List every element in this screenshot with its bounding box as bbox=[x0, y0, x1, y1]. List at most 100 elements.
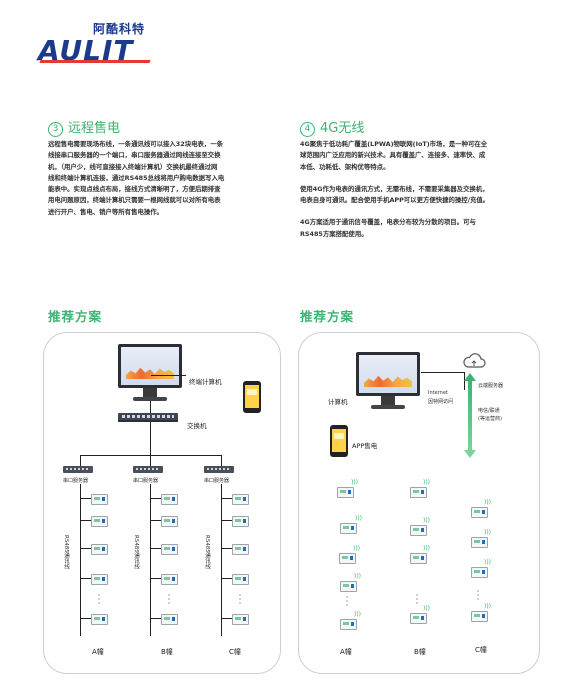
network-switch bbox=[118, 413, 178, 422]
company-logo: 阿酷科特 AULIT bbox=[38, 20, 158, 67]
serial-server-label: 串口服务器 bbox=[133, 478, 159, 484]
paragraph-line: RS485方案搭配使用。 bbox=[300, 229, 368, 238]
section-title-text: 4G无线 bbox=[320, 121, 365, 136]
section-4g-text: 4G聚焦于低功耗广覆盖(LPWA)物联网(IoT)市场，是一种可在全 球范围内广… bbox=[300, 139, 548, 240]
computer-label: 计算机 bbox=[328, 398, 348, 406]
electric-meter bbox=[232, 574, 249, 585]
paragraph-line: 电表自身可通讯。配合使用手机APP可以更方便快捷的操控/充值。 bbox=[300, 196, 490, 205]
mobile-phone bbox=[330, 425, 348, 457]
electric-meter bbox=[91, 516, 108, 527]
paragraph-line: 4G聚焦于低功耗广覆盖(LPWA)物联网(IoT)市场，是一种可在全 bbox=[300, 140, 488, 148]
electric-meter bbox=[91, 544, 108, 555]
wifi-signal-icon: ))) bbox=[423, 605, 431, 612]
building-c-label: C幢 bbox=[229, 648, 241, 656]
cloud-icon bbox=[462, 352, 486, 370]
building-b-label: B幢 bbox=[161, 648, 173, 656]
wifi-signal-icon: ))) bbox=[423, 545, 431, 552]
building-a-label: A幢 bbox=[92, 648, 104, 656]
wireless-meter bbox=[340, 581, 357, 592]
rs485-bus-label: RS485通讯线 bbox=[204, 535, 210, 570]
logo-swoosh bbox=[39, 60, 151, 63]
paragraph-line: 用电问题原因，终端计算机只需要一根网线就可以对所有电表 bbox=[48, 196, 221, 205]
wifi-signal-icon: ))) bbox=[484, 603, 492, 610]
computer-monitor bbox=[356, 352, 420, 396]
paragraph-line: 球范围内广泛应用的新兴技术。具有覆盖广、连接多、速率快、成 bbox=[300, 151, 486, 160]
paragraph-line: 进行开户、售电、销户等所有售电操作。 bbox=[48, 207, 164, 216]
paragraph-line: 使用4G作为电表的通讯方式，无需布线，不需要采集器及交换机， bbox=[300, 184, 489, 193]
rec-left-title: 推荐方案 bbox=[48, 309, 103, 324]
section-number-badge: 3 bbox=[48, 122, 63, 137]
paragraph-line: 能表中。实现点线点布局，接线方式清晰明了，方便后期排查 bbox=[48, 185, 221, 194]
wireless-meter bbox=[471, 537, 488, 548]
serial-server-label: 串口服务器 bbox=[63, 478, 89, 484]
wireless-meter bbox=[410, 553, 427, 564]
more-meters-ellipsis: ··· bbox=[415, 591, 419, 608]
lan-access-label: 因特网访问 bbox=[428, 399, 454, 405]
wireless-meter bbox=[410, 613, 427, 624]
monitor-stand bbox=[381, 396, 395, 406]
rs485-bus-label: RS485通讯线 bbox=[133, 535, 139, 570]
wireless-meter bbox=[471, 507, 488, 518]
monitor-base bbox=[133, 397, 167, 401]
wifi-signal-icon: ))) bbox=[353, 545, 361, 552]
wireless-meter bbox=[410, 487, 427, 498]
electric-meter bbox=[232, 614, 249, 625]
paragraph-line: 本低、功耗低、架构优等特点。 bbox=[300, 162, 390, 171]
section-remote-title: 3 远程售电 bbox=[48, 117, 120, 137]
wifi-signal-icon: ))) bbox=[484, 559, 492, 566]
electric-meter bbox=[91, 494, 108, 505]
wireless-meter bbox=[337, 487, 354, 498]
electric-meter bbox=[232, 494, 249, 505]
rec-right-title: 推荐方案 bbox=[300, 309, 355, 324]
electric-meter bbox=[232, 544, 249, 555]
wifi-signal-icon: ))) bbox=[423, 479, 431, 486]
logo-chinese-name: 阿酷科特 bbox=[93, 22, 146, 36]
wireless-meter bbox=[340, 523, 357, 534]
section-number-badge: 4 bbox=[300, 122, 315, 137]
terminal-computer-monitor bbox=[118, 344, 182, 388]
terminal-computer-label: 终端计算机 bbox=[189, 378, 222, 386]
paragraph-line: 远程售电需要现场布线，一条通讯线可以接入32块电表，一条 bbox=[48, 140, 224, 148]
building-c-label: C幢 bbox=[475, 646, 487, 654]
more-meters-ellipsis: ··· bbox=[476, 587, 480, 604]
mobile-phone bbox=[243, 381, 261, 413]
uplink-arrow bbox=[468, 378, 472, 452]
wireless-meter bbox=[340, 619, 357, 630]
cloud-server-label: 云端服务器 bbox=[478, 383, 504, 389]
paragraph-line: 4G方案适用于通讯信号覆盖，电表分布较为分散的项目。可与 bbox=[300, 218, 476, 227]
wifi-signal-icon: ))) bbox=[484, 529, 492, 536]
wireless-meter bbox=[471, 611, 488, 622]
rs485-bus-label: RS485通讯线 bbox=[63, 535, 69, 570]
section-4g-title: 4 4G无线 bbox=[300, 117, 364, 137]
wifi-signal-icon: ))) bbox=[484, 499, 492, 506]
section-title-text: 远程售电 bbox=[68, 121, 121, 136]
wifi-signal-icon: ))) bbox=[355, 515, 363, 522]
monitor-base bbox=[371, 405, 405, 409]
more-meters-ellipsis: ··· bbox=[345, 593, 349, 610]
wifi-signal-icon: ))) bbox=[351, 479, 359, 486]
internet-label: Internet bbox=[428, 390, 448, 396]
wireless-meter bbox=[410, 525, 427, 536]
paragraph-line: 线接串口服务器的一个端口，串口服务器通过网线连接至交换 bbox=[48, 151, 221, 160]
serial-server bbox=[133, 466, 163, 473]
app-sale-label: APP售电 bbox=[352, 442, 378, 450]
monitor-stand bbox=[143, 388, 157, 398]
wireless-meter bbox=[339, 553, 356, 564]
building-a-label: A幢 bbox=[340, 648, 352, 656]
carrier-label: (等运营商) bbox=[478, 416, 502, 422]
switch-label: 交换机 bbox=[187, 422, 207, 430]
section-remote-text: 远程售电需要现场布线，一条通讯线可以接入32块电表，一条 线接串口服务器的一个端… bbox=[48, 139, 286, 218]
telecom-label: 电信/联通 bbox=[478, 408, 500, 414]
electric-meter bbox=[91, 614, 108, 625]
paragraph-line: 机，（用户少，线可直接接入终端计算机）交换机最终通过网 bbox=[48, 162, 218, 171]
more-meters-ellipsis: ··· bbox=[97, 591, 101, 608]
electric-meter bbox=[161, 574, 178, 585]
electric-meter bbox=[161, 544, 178, 555]
electric-meter bbox=[91, 574, 108, 585]
electric-meter bbox=[161, 516, 178, 527]
more-meters-ellipsis: ··· bbox=[167, 591, 171, 608]
more-meters-ellipsis: ··· bbox=[238, 591, 242, 608]
electric-meter bbox=[161, 494, 178, 505]
serial-server-label: 串口服务器 bbox=[204, 478, 230, 484]
wireless-meter bbox=[471, 567, 488, 578]
